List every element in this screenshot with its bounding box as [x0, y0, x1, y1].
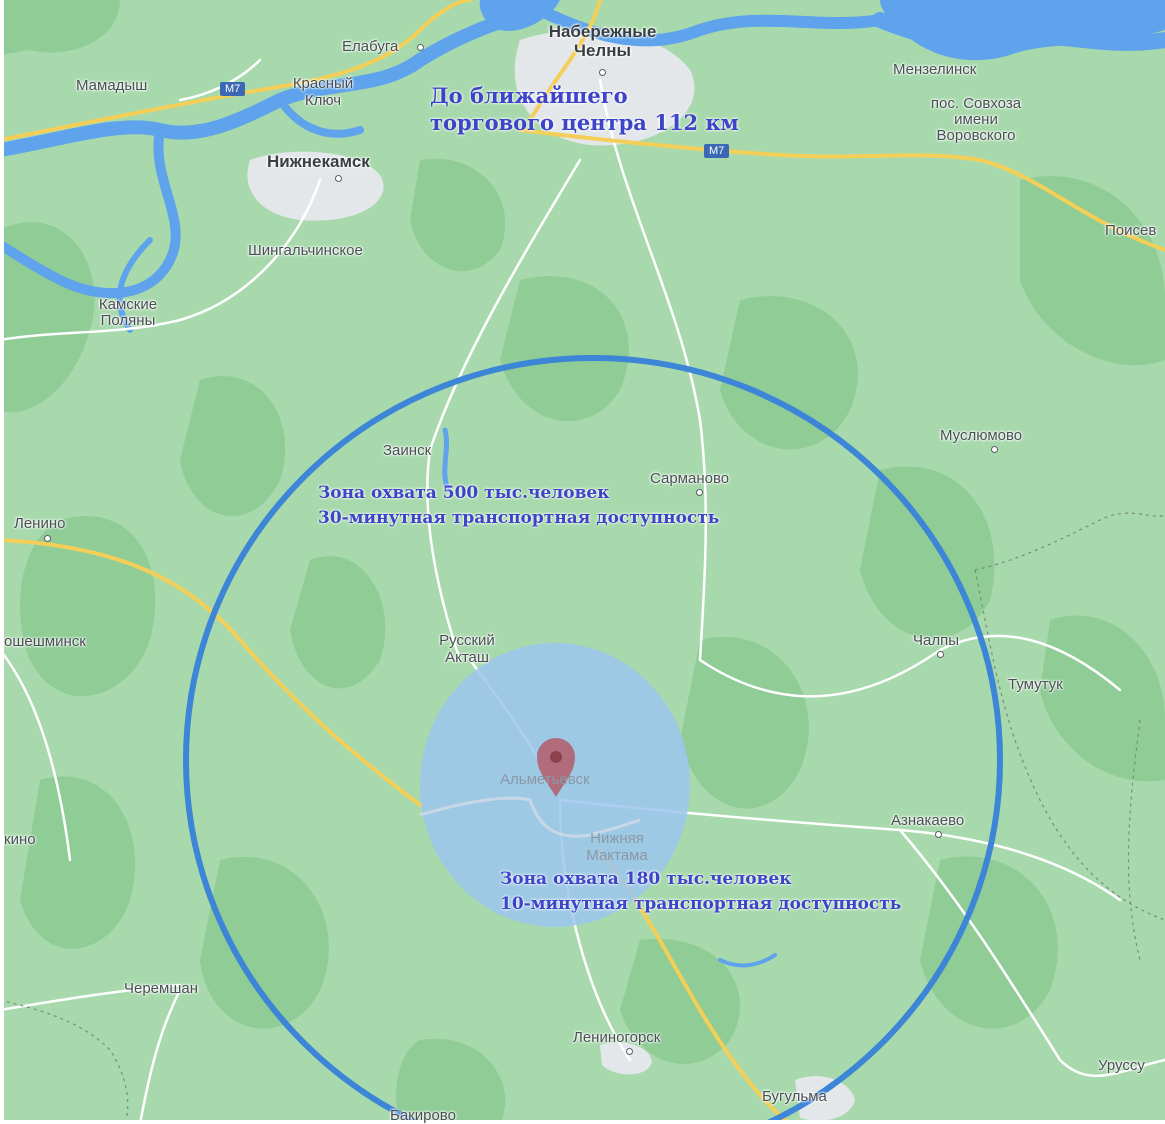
place-elabuga: Елабуга	[342, 38, 399, 55]
lakes	[479, 0, 1165, 61]
place-oshesminsk: ошешминск	[4, 633, 86, 650]
place-sovkhoz-line3: Воровского	[936, 127, 1016, 144]
place-almetyevsk: Альметьевск	[500, 771, 590, 788]
outer-zone-ring	[183, 355, 1003, 1124]
place-tumutuk: Тумутук	[1008, 676, 1063, 693]
urban-areas	[247, 30, 855, 1121]
town-dot-chelny	[599, 69, 606, 76]
annotation-inner-zone-line2: 10-минутная транспортная доступность	[500, 894, 902, 914]
place-krasny-klyuch-line2: Ключ	[304, 92, 342, 109]
place-nizhnyaya-maktama: Нижняя Мактама	[572, 830, 662, 864]
place-lenino: Ленино	[14, 515, 66, 532]
town-dot-chalpy	[937, 651, 944, 658]
place-muslyumovo: Муслюмово	[940, 427, 1023, 444]
town-dot-elabuga	[417, 44, 424, 51]
route-shield-m7-east: M7	[704, 144, 730, 158]
place-krasny-klyuch: Красный Ключ	[278, 75, 368, 109]
place-sovkhoz: пос. Совхоза имени Воровского	[912, 96, 1040, 144]
place-poisevo: Поисев	[1105, 222, 1157, 239]
place-sovkhoz-line1: пос. Совхоза	[930, 95, 1022, 112]
annotation-inner-zone: Зона охвата 180 тыс.человек 10-минутная …	[500, 867, 901, 917]
annotation-inner-zone-line1: Зона охвата 180 тыс.человек	[500, 869, 792, 889]
place-naberezhnye-chelny-line2: Челны	[574, 41, 631, 60]
place-nizhnekamsk: Нижнекамск	[267, 152, 370, 171]
place-zainsk: Заинск	[383, 442, 432, 459]
place-urussu: Уруссу	[1098, 1057, 1145, 1074]
town-dot-aznakaevo	[935, 831, 942, 838]
place-bugulma: Бугульма	[762, 1088, 827, 1105]
place-russky-aktash-line1: Русский	[439, 632, 495, 649]
place-chalpy: Чалпы	[913, 632, 959, 649]
annotation-outer-zone-line2: 30-минутная транспортная доступность	[318, 508, 720, 528]
place-bakirovo: Бакирово	[390, 1107, 456, 1124]
place-aznakaevo: Азнакаево	[891, 812, 965, 829]
annotation-outer-zone-line1: Зона охвата 500 тыс.человек	[318, 483, 610, 503]
place-kino: кино	[4, 831, 36, 848]
town-dot-nizhnekamsk	[335, 175, 342, 182]
place-kamskie-polyany-line2: Поляны	[100, 312, 156, 329]
place-cheremshan: Черемшан	[124, 980, 198, 997]
place-sovkhoz-line2: имени	[954, 111, 998, 128]
map-pin-icon[interactable]	[537, 738, 575, 797]
place-menzelinsk: Мензелинск	[893, 61, 977, 78]
place-naberezhnye-chelny-line1: Набережные	[548, 22, 657, 41]
annotation-nearest-mall: До ближайшего торгового центра 112 км	[430, 82, 739, 136]
place-shingalchinskoe: Шингальчинское	[248, 242, 363, 259]
place-mamadysh: Мамадыш	[76, 77, 148, 94]
annotation-nearest-mall-line2: торгового центра 112 км	[430, 110, 739, 135]
route-shield-m7-west: M7	[220, 82, 246, 96]
annotation-nearest-mall-line1: До ближайшего	[430, 83, 628, 108]
place-leninogorsk: Лениногорск	[573, 1029, 661, 1046]
place-nizhnyaya-maktama-line2: Мактама	[586, 847, 648, 864]
regional-boundaries	[0, 512, 1165, 1124]
town-dot-muslyumovo	[991, 446, 998, 453]
place-naberezhnye-chelny: Набережные Челны	[525, 22, 680, 60]
place-russky-aktash: Русский Акташ	[422, 632, 512, 666]
place-nizhnyaya-maktama-line1: Нижняя	[590, 830, 644, 847]
town-dot-sarmanovo	[696, 489, 703, 496]
town-dot-leninogorsk	[626, 1048, 633, 1055]
frame-bottom	[0, 1120, 1165, 1124]
place-sarmanovo: Сарманово	[650, 470, 730, 487]
place-kamskie-polyany: Камские Поляны	[78, 297, 178, 329]
annotation-outer-zone: Зона охвата 500 тыс.человек 30-минутная …	[318, 481, 719, 531]
place-kamskie-polyany-line1: Камские	[98, 296, 158, 313]
town-dot-lenino	[44, 535, 51, 542]
frame-left	[0, 0, 4, 1124]
place-russky-aktash-line2: Акташ	[445, 649, 489, 666]
inner-zone-road	[419, 796, 641, 838]
place-krasny-klyuch-line1: Красный	[292, 75, 354, 92]
